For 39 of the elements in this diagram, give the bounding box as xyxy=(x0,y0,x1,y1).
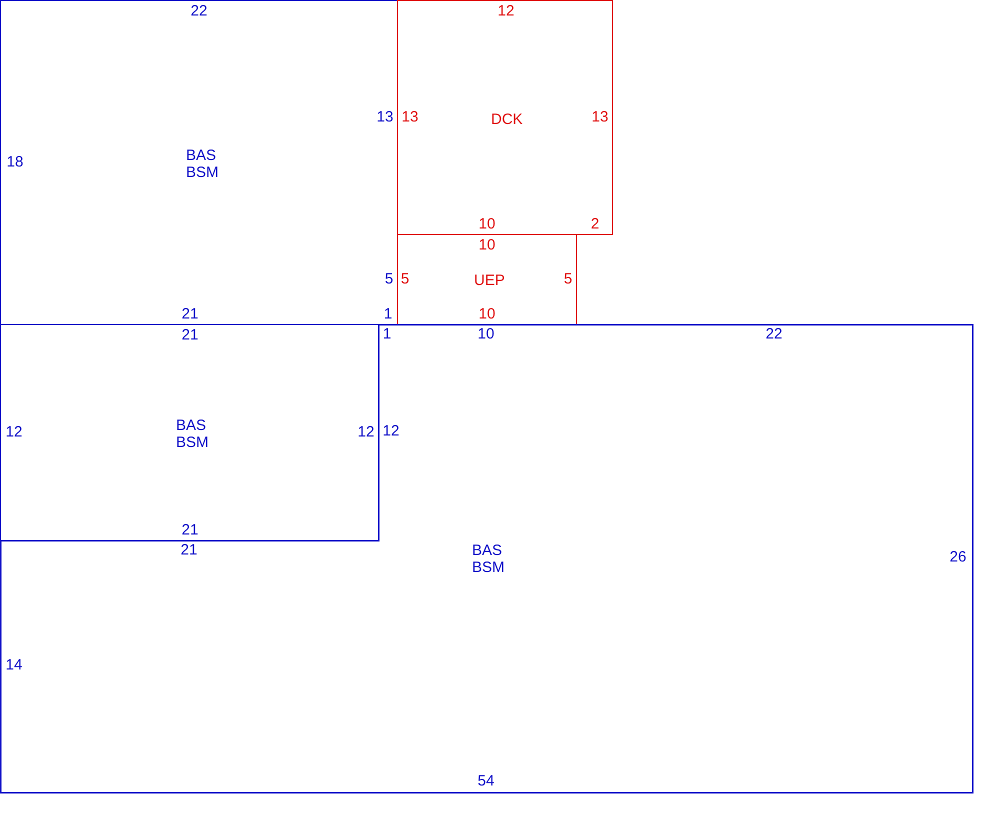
dimension-label: 1 xyxy=(382,326,392,342)
dimension-label: 14 xyxy=(6,656,22,674)
dimension-label: 22 xyxy=(766,326,782,342)
dimension-label: 13 xyxy=(402,108,418,126)
room-name: UEP xyxy=(474,272,505,289)
dimension-label: 10 xyxy=(478,326,494,342)
room-name: BAS xyxy=(176,417,206,434)
room-outline xyxy=(0,0,398,325)
dimension-label: 21 xyxy=(182,306,198,322)
dimension-label: 22 xyxy=(190,2,208,20)
dimension-label: 21 xyxy=(182,326,198,344)
room-name: BSM xyxy=(472,559,505,576)
room-name: DCK xyxy=(491,111,523,128)
dimension-label: 10 xyxy=(478,216,496,232)
dimension-label: 10 xyxy=(478,306,496,322)
dimension-label: 21 xyxy=(182,522,198,538)
dimension-label: 1 xyxy=(384,306,392,322)
room-outline xyxy=(397,234,577,325)
dimension-label: 5 xyxy=(564,270,572,288)
dimension-label: 12 xyxy=(358,424,374,440)
dimension-label: 5 xyxy=(384,270,394,288)
dimension-label: 12 xyxy=(382,422,400,440)
room-name: BSM xyxy=(176,434,209,451)
dimension-label: 12 xyxy=(498,2,514,20)
dimension-label: 18 xyxy=(6,154,24,170)
room-name: BSM xyxy=(186,164,219,181)
dimension-label: 13 xyxy=(592,108,608,126)
room-outline xyxy=(0,324,973,793)
room-name: BAS xyxy=(472,542,502,559)
room-name: BAS xyxy=(186,147,216,164)
dimension-label: 13 xyxy=(376,108,394,126)
dimension-label: 12 xyxy=(6,424,22,440)
dimension-label: 26 xyxy=(950,548,966,566)
dimension-label: 21 xyxy=(180,542,198,558)
room-outline xyxy=(397,0,613,235)
dimension-label: 54 xyxy=(478,772,494,790)
dimension-label: 5 xyxy=(400,270,410,288)
dimension-label: 10 xyxy=(478,236,496,254)
dimension-label: 2 xyxy=(590,216,600,232)
